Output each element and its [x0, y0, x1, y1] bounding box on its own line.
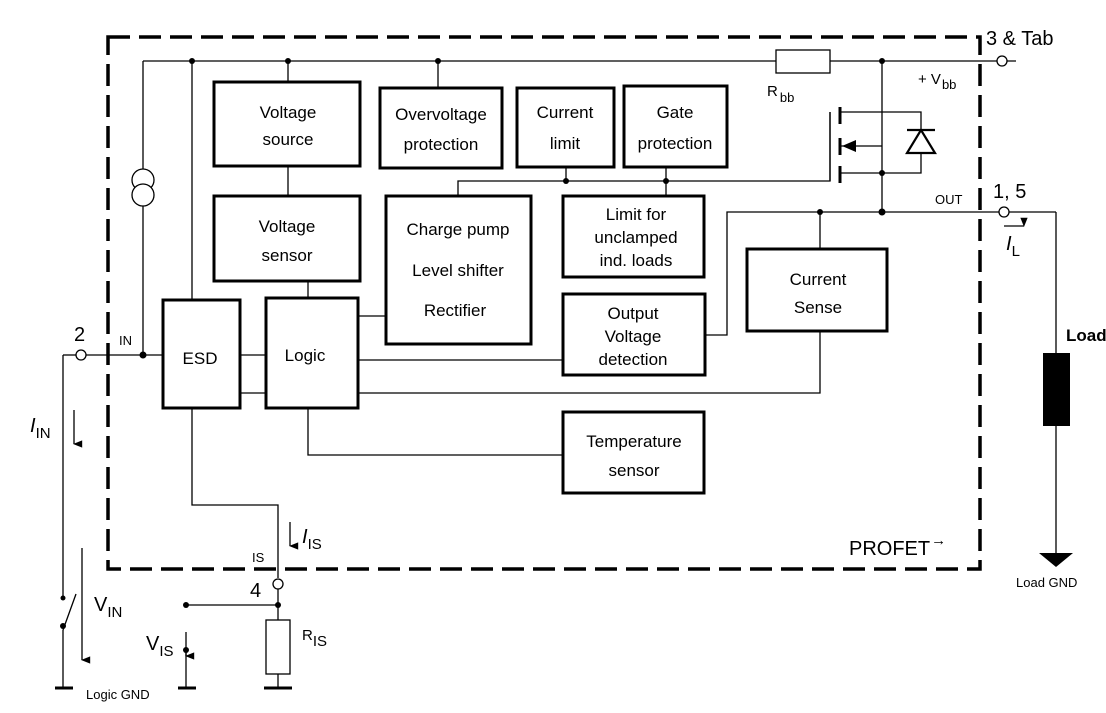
svg-text:limit: limit: [550, 134, 580, 153]
mosfet-icon: [829, 61, 937, 212]
is-label: IS: [252, 550, 265, 565]
svg-text:Temperature: Temperature: [586, 432, 681, 451]
svg-text:Voltage: Voltage: [605, 327, 662, 346]
wiring: [55, 60, 1057, 690]
svg-text:Current: Current: [537, 103, 594, 122]
ris-resistor-icon: [265, 619, 291, 675]
svg-text:sensor: sensor: [261, 246, 312, 265]
svg-text:detection: detection: [599, 350, 668, 369]
logic-gnd-label: Logic GND: [86, 687, 150, 702]
block-voltage-sensor: Voltage sensor: [212, 194, 362, 283]
package-outline: [106, 35, 982, 571]
block-esd: ESD: [161, 298, 242, 410]
svg-text:protection: protection: [638, 134, 713, 153]
svg-text:unclamped: unclamped: [594, 228, 677, 247]
junction-dots: [60, 58, 886, 653]
load-gnd-label: Load GND: [1016, 575, 1077, 590]
block-gate-protection: Gate protection: [622, 84, 729, 169]
block-charge-pump: Charge pump Level shifter Rectifier: [384, 194, 533, 346]
profet-label: PROFET→: [849, 532, 946, 560]
pin-15-terminal: [998, 206, 1010, 218]
pin-4-label: 4: [250, 580, 261, 602]
block-overvoltage-protection: Overvoltage protection: [378, 86, 504, 170]
iis-label: IIS: [302, 526, 322, 553]
load-label: Load: [1066, 326, 1106, 345]
vin-label: VIN: [94, 594, 122, 621]
svg-text:Rectifier: Rectifier: [424, 301, 487, 320]
pin-3-label: 3 & Tab: [986, 28, 1053, 50]
load-resistor-icon: [1043, 353, 1070, 426]
svg-text:source: source: [262, 130, 313, 149]
block-limit-unclamped: Limit for unclamped ind. loads: [561, 194, 706, 279]
block-temperature-sensor: Temperature sensor: [561, 410, 706, 495]
svg-text:Level shifter: Level shifter: [412, 261, 504, 280]
vbb-label: + Vbb: [918, 71, 956, 92]
svg-text:protection: protection: [404, 135, 479, 154]
current-source-icon: [131, 168, 155, 207]
il-label: IL: [1006, 233, 1020, 260]
svg-text:Voltage: Voltage: [260, 103, 317, 122]
svg-text:Limit for: Limit for: [606, 205, 667, 224]
svg-text:ESD: ESD: [183, 349, 218, 368]
pin-4-terminal: [272, 578, 284, 590]
svg-text:Gate: Gate: [657, 103, 694, 122]
block-logic: Logic: [264, 296, 360, 410]
block-current-sense: Current Sense: [745, 247, 889, 333]
pin-3-terminal: [996, 55, 1008, 67]
load-gnd-icon: [1039, 553, 1073, 567]
pin-2-terminal: [75, 349, 87, 361]
svg-text:Sense: Sense: [794, 298, 842, 317]
svg-text:Voltage: Voltage: [259, 217, 316, 236]
svg-text:Overvoltage: Overvoltage: [395, 105, 487, 124]
in-label: IN: [119, 333, 132, 348]
svg-text:Output: Output: [607, 304, 658, 323]
block-output-voltage-detection: Output Voltage detection: [561, 292, 707, 377]
block-current-limit: Current limit: [515, 86, 616, 169]
rbb-resistor-icon: [775, 49, 831, 74]
vis-label: VIS: [146, 633, 174, 660]
pin-15-label: 1, 5: [993, 181, 1026, 203]
svg-text:ind. loads: ind. loads: [600, 251, 673, 270]
block-voltage-source: Voltage source: [212, 80, 362, 168]
svg-text:Logic: Logic: [285, 346, 326, 365]
svg-text:Current: Current: [790, 270, 847, 289]
pin-2-label: 2: [74, 324, 85, 346]
svg-text:sensor: sensor: [608, 461, 659, 480]
iin-label: IIN: [30, 415, 51, 442]
out-label: OUT: [935, 192, 963, 207]
input-switch-icon: [60, 595, 66, 601]
ris-label: RIS: [302, 627, 327, 650]
svg-text:Charge pump: Charge pump: [406, 220, 509, 239]
